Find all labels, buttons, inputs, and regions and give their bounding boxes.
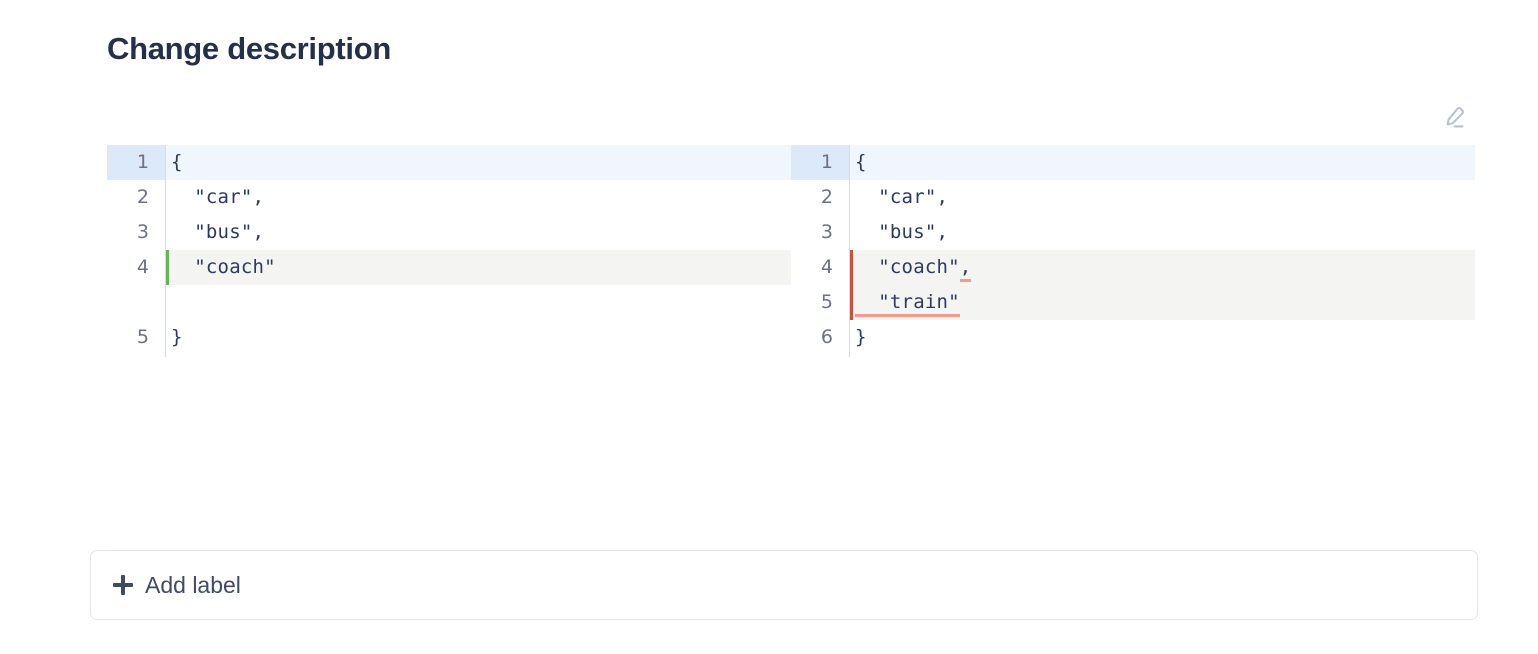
line-content: "bus", xyxy=(855,221,949,243)
gutter-divider xyxy=(849,145,850,357)
add-label-content: Add label xyxy=(91,571,241,599)
removed-line-marker xyxy=(849,250,853,285)
line-number: 3 xyxy=(136,221,149,243)
page-title: Change description xyxy=(107,31,391,66)
pencil-edit-icon[interactable] xyxy=(1436,102,1470,134)
gutter-divider xyxy=(165,145,166,357)
line-number: 1 xyxy=(820,151,833,173)
line-content-base: "coach" xyxy=(855,256,960,278)
add-label-text: Add label xyxy=(145,572,241,598)
line-content: } xyxy=(855,326,867,348)
diff-line[interactable]: 1 { xyxy=(791,145,1475,180)
line-content: "bus", xyxy=(171,221,265,243)
line-row-highlight xyxy=(849,145,1475,180)
plus-icon xyxy=(113,575,133,595)
line-gutter-highlight xyxy=(791,145,849,180)
diff-rows-original: 1 { 2 "car", 3 "bus", 4 "coach" xyxy=(107,145,791,355)
removed-line-marker xyxy=(849,285,853,320)
line-content: { xyxy=(171,151,183,173)
diff-line[interactable]: 6 } xyxy=(791,320,1475,355)
diff-pane-original: 1 { 2 "car", 3 "bus", 4 "coach" xyxy=(107,145,791,357)
line-row-highlight xyxy=(165,250,791,285)
diff-line-removed[interactable]: 5 "train" xyxy=(791,285,1475,320)
line-number: 5 xyxy=(136,326,149,348)
changed-token: "train" xyxy=(855,291,960,317)
line-gutter-highlight xyxy=(107,145,165,180)
line-number: 3 xyxy=(820,221,833,243)
add-label-button[interactable]: Add label xyxy=(90,550,1478,620)
diff-viewer: 1 { 2 "car", 3 "bus", 4 "coach" xyxy=(107,145,1475,357)
diff-line-added[interactable]: 4 "coach" xyxy=(107,250,791,285)
changed-token: , xyxy=(959,256,972,282)
diff-line[interactable]: 1 { xyxy=(107,145,791,180)
line-number: 4 xyxy=(136,256,149,278)
line-number: 2 xyxy=(820,186,833,208)
line-row-highlight xyxy=(849,250,1475,285)
line-number: 4 xyxy=(820,256,833,278)
diff-line-removed[interactable]: 4 "coach", xyxy=(791,250,1475,285)
line-number: 6 xyxy=(820,326,833,348)
line-number: 2 xyxy=(136,186,149,208)
line-content: "coach" xyxy=(171,256,276,278)
added-line-marker xyxy=(165,250,169,285)
diff-line[interactable]: 2 "car", xyxy=(107,180,791,215)
line-content: "train" xyxy=(841,285,960,320)
line-content: "car", xyxy=(171,186,265,208)
diff-rows-modified: 1 { 2 "car", 3 "bus", 4 "coach", 5 xyxy=(791,145,1475,355)
line-number: 5 xyxy=(820,291,833,313)
line-row-highlight xyxy=(165,145,791,180)
line-content: "car", xyxy=(855,186,949,208)
line-content: } xyxy=(171,326,183,348)
diff-line[interactable]: 5 } xyxy=(107,320,791,355)
diff-line[interactable]: 3 "bus", xyxy=(791,215,1475,250)
line-content: "coach", xyxy=(841,250,972,285)
diff-line-filler xyxy=(107,285,791,320)
diff-line[interactable]: 2 "car", xyxy=(791,180,1475,215)
line-content: { xyxy=(855,151,867,173)
line-number: 1 xyxy=(136,151,149,173)
line-row-highlight xyxy=(849,285,1475,320)
diff-pane-modified: 1 { 2 "car", 3 "bus", 4 "coach", 5 xyxy=(791,145,1475,357)
pencil-edit-icon-glyph xyxy=(1446,107,1464,128)
diff-line[interactable]: 3 "bus", xyxy=(107,215,791,250)
